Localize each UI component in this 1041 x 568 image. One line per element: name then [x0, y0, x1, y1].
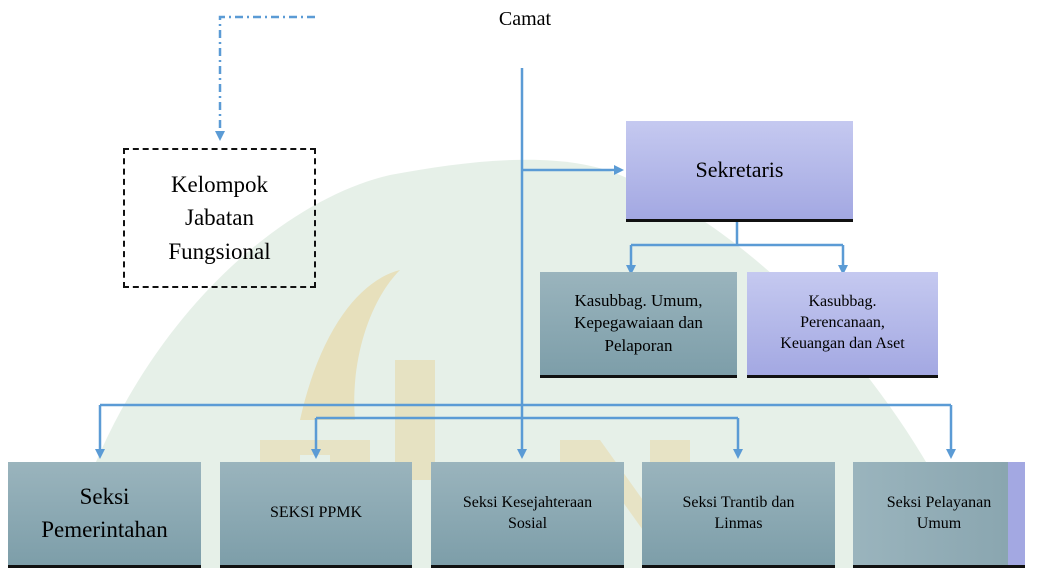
kasubbag-perencanaan-line-2: Perencanaan, — [800, 314, 885, 332]
node-kelompok-jabatan-fungsional: Kelompok Jabatan Fungsional — [123, 148, 316, 288]
fungsional-line-2: Jabatan — [185, 205, 254, 231]
kasubbag-perencanaan-line-3: Keuangan dan Aset — [780, 334, 905, 352]
kasubbag-perencanaan-line-1: Kasubbag. — [808, 293, 877, 311]
node-kasubbag-perencanaan: Kasubbag. Perencanaan, Keuangan dan Aset — [747, 272, 938, 375]
seksi-kesejahteraan-line-2: Sosial — [507, 514, 548, 532]
node-seksi-pelayanan-umum: Seksi Pelayanan Umum — [853, 462, 1025, 565]
node-camat-label: Camat — [498, 8, 552, 30]
seksi-trantib-line-1: Seksi Trantib dan — [682, 493, 795, 511]
seksi-pemerintahan-line-2: Pemerintahan — [41, 516, 168, 542]
node-sekretaris: Sekretaris — [626, 121, 853, 219]
node-seksi-pemerintahan: Seksi Pemerintahan — [8, 462, 201, 565]
seksi-pemerintahan-line-1: Seksi — [79, 484, 130, 510]
seksi-pelayanan-line-2: Umum — [916, 514, 962, 532]
seksi-trantib-line-2: Linmas — [714, 514, 763, 532]
fungsional-line-3: Fungsional — [168, 238, 271, 264]
kasubbag-umum-line-2: Kepegawaiaan dan — [574, 313, 703, 333]
node-kasubbag-umum: Kasubbag. Umum, Kepegawaiaan dan Pelapor… — [540, 272, 737, 375]
seksi-pelayanan-line-1: Seksi Pelayanan — [886, 493, 992, 511]
node-seksi-kesejahteraan-sosial: Seksi Kesejahteraan Sosial — [431, 462, 624, 565]
seksi-kesejahteraan-line-1: Seksi Kesejahteraan — [462, 493, 593, 511]
node-camat: Camat — [470, 8, 580, 31]
node-seksi-trantib-linmas: Seksi Trantib dan Linmas — [642, 462, 835, 565]
watermark-gold-bar — [395, 360, 435, 480]
kasubbag-umum-line-1: Kasubbag. Umum, — [574, 291, 703, 311]
fungsional-line-1: Kelompok — [170, 171, 269, 197]
kasubbag-umum-line-3: Pelaporan — [604, 335, 673, 355]
seksi-ppmk-label: SEKSI PPMK — [269, 504, 363, 522]
node-seksi-ppmk: SEKSI PPMK — [220, 462, 412, 565]
watermark-gold-crescent — [300, 270, 400, 420]
node-sekretaris-label: Sekretaris — [695, 156, 784, 182]
